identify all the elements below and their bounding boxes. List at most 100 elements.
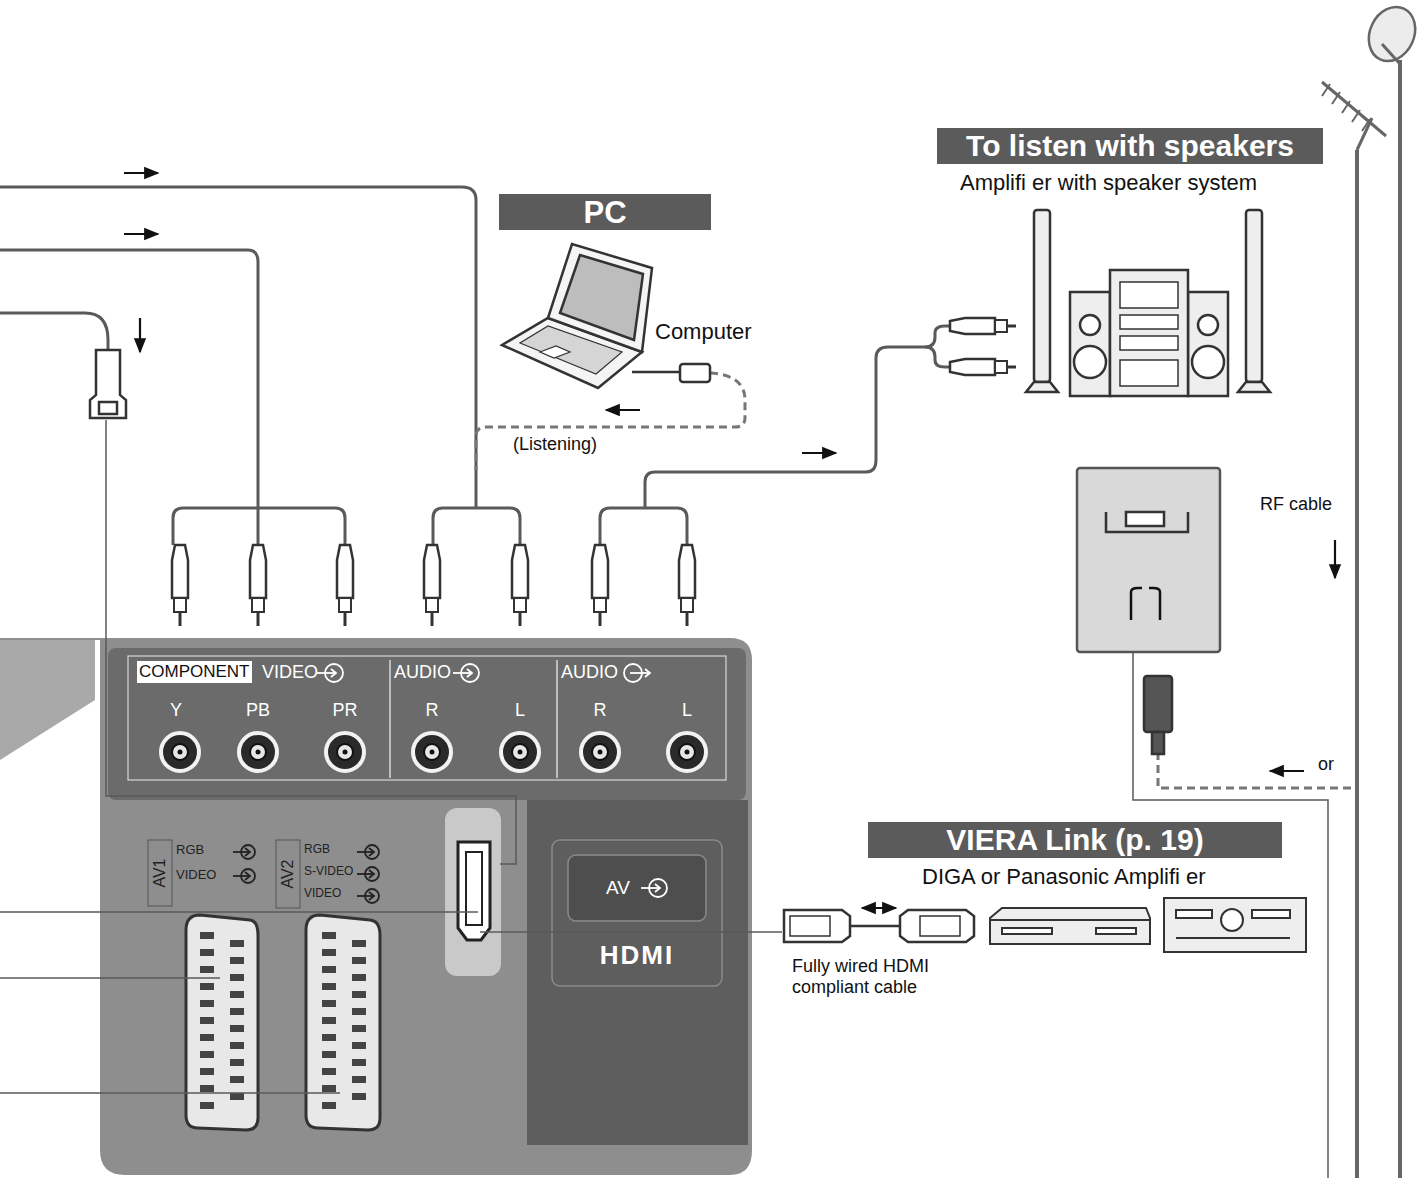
rca-plug (995, 361, 1007, 373)
laptop (560, 255, 643, 340)
scart-connector (322, 1102, 336, 1109)
port (337, 744, 353, 760)
scart-connector (322, 966, 336, 973)
scart-connector (200, 1034, 214, 1041)
speaker-system (1070, 292, 1110, 396)
tv-panel (108, 648, 746, 800)
signal-name: RGB (176, 843, 204, 858)
rca-plug (1007, 325, 1016, 328)
rca-plug (257, 612, 260, 626)
rca-plug (337, 545, 353, 598)
speaker-system (1110, 270, 1188, 396)
laptop (502, 244, 652, 388)
device-name: Amplifi er with speaker system (960, 170, 1257, 195)
scart-connector (352, 1093, 366, 1100)
cable-name: Fully wired HDMI compliant cable (792, 956, 972, 997)
antenna (1398, 60, 1402, 1178)
port (592, 744, 608, 760)
port (501, 733, 539, 771)
direction-symbol (233, 851, 250, 853)
scart-connector (230, 1076, 244, 1083)
rca-plug (250, 545, 266, 598)
scart-connector (200, 932, 366, 1109)
speaker-system (1034, 210, 1050, 382)
rca-plug (950, 359, 1016, 375)
dvd-recorder (990, 908, 1150, 944)
port (679, 744, 695, 760)
scart-connector (200, 1085, 214, 1092)
port (598, 750, 603, 755)
rca-plug (599, 612, 602, 626)
cable-name: RF cable (1260, 494, 1332, 515)
direction-symbol (357, 867, 379, 881)
tv-panel (148, 840, 172, 906)
direction-symbol (357, 873, 374, 875)
cable (173, 508, 345, 545)
scart-connector (322, 932, 336, 939)
wall-socket (1131, 588, 1142, 620)
laptop (520, 326, 622, 374)
tv-panel (0, 638, 752, 1175)
arrow (802, 452, 836, 454)
rca-plug (592, 545, 608, 598)
signal-name: S-VIDEO (304, 865, 353, 879)
direction-symbol (624, 664, 650, 682)
rca-plug (950, 318, 1016, 334)
direction-symbol (453, 672, 472, 674)
port (413, 733, 451, 771)
rca-plug (950, 318, 995, 334)
direction-symbol (233, 664, 667, 903)
scart-connector (200, 966, 214, 973)
terminal-group: AV1 (151, 858, 169, 887)
hdmi-plug (99, 402, 117, 414)
scart-connector (200, 1017, 214, 1024)
terminal-name: R (594, 700, 607, 721)
rca-plug (179, 612, 182, 626)
hdmi-plug (90, 350, 974, 942)
rca-plug (172, 318, 1016, 626)
rca-plug (424, 545, 440, 626)
terminal-name: Y (170, 700, 182, 721)
tv-panel (0, 638, 752, 1175)
port (250, 744, 266, 760)
arrow (1334, 540, 1336, 578)
amplifier (1176, 937, 1290, 939)
direction-symbol (317, 664, 343, 682)
rca-plug (344, 612, 347, 626)
logo: HDMI (600, 941, 674, 971)
scart-connector (230, 974, 244, 981)
rca-plug (512, 545, 528, 598)
dvd-recorder (990, 908, 1150, 944)
cable (0, 911, 478, 913)
antenna (1360, 0, 1420, 69)
port (239, 733, 277, 771)
scart-connector (230, 1025, 244, 1032)
scart-connector (230, 957, 244, 964)
antenna (1355, 150, 1359, 1178)
cable (925, 326, 950, 347)
wall-socket (1152, 732, 1164, 754)
scart-connector (352, 940, 366, 947)
terminal-group: AV2 (279, 859, 297, 888)
terminal-group: AUDIO (394, 662, 451, 683)
direction-symbol (357, 845, 379, 859)
speaker-system (1026, 382, 1058, 392)
tv-panel (458, 842, 490, 940)
direction-symbol (357, 889, 379, 903)
arrow (862, 907, 896, 909)
scart-connector (352, 1008, 366, 1015)
pc-plug (632, 364, 710, 382)
speaker-system (1120, 336, 1178, 350)
rca-plug (594, 598, 606, 612)
band-title: VIERA Link (p. 19) (946, 825, 1203, 855)
rca-plug (686, 612, 689, 626)
direction-symbol (453, 664, 479, 682)
device-name: DIGA or Panasonic Amplifi er (922, 864, 1206, 889)
arrow (124, 173, 1335, 908)
arrow (139, 318, 141, 352)
scart-connector (306, 915, 380, 1130)
rca-plug (426, 598, 438, 612)
terminal-group: VIDEO (262, 662, 318, 683)
port (581, 733, 619, 771)
